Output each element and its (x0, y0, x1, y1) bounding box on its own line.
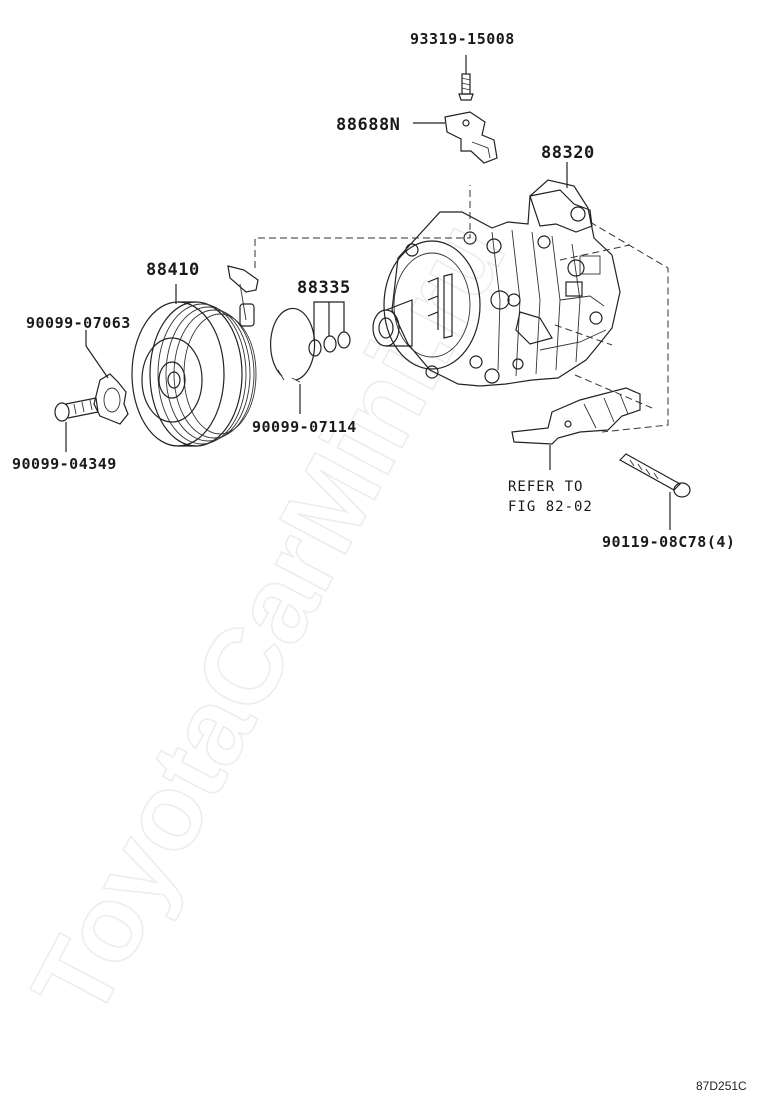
label-screw: 93319-15008 (410, 30, 515, 48)
lower-bracket-part (511, 387, 641, 470)
label-small-bolt: 90099-04349 (12, 455, 117, 473)
label-compressor: 88320 (541, 143, 595, 163)
label-cover-plate: 90099-07063 (26, 314, 131, 332)
label-sensor-bracket: 88688N (336, 115, 400, 135)
clutch-coil-connector-part (227, 265, 259, 327)
note-line-2: FIG 82-02 (508, 499, 593, 515)
shim-washers-part (308, 301, 351, 357)
clutch-pulley-part (131, 284, 257, 447)
note-line-1: REFER TO (508, 479, 583, 495)
diagram-code: 87D251C (696, 1079, 747, 1093)
label-shim-washers: 88335 (297, 278, 351, 298)
compressor-part (372, 162, 621, 387)
screw-part (458, 55, 474, 101)
label-snap-ring: 90099-07114 (252, 418, 357, 436)
small-bolt-part (54, 397, 99, 452)
label-long-bolt: 90119-08C78(4) (602, 533, 735, 551)
sensor-bracket-part (413, 111, 498, 164)
long-bolt-part (619, 453, 691, 530)
snap-ring-part (269, 307, 316, 414)
label-clutch-assembly: 88410 (146, 260, 200, 280)
assembly-dashed-lines (254, 185, 669, 433)
